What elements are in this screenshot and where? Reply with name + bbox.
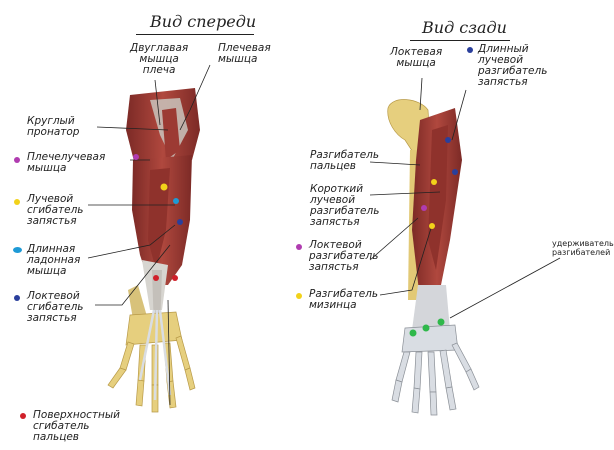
ext-carpi-ulnaris-dot (296, 244, 302, 250)
brachioradialis-dot (14, 157, 20, 163)
front-forearm-illustration (108, 88, 200, 412)
back-view-heading: Вид сзади (422, 18, 507, 37)
label-ext-carpi-radialis-longus: Длинный лучевой разгибатель запястья (478, 44, 547, 88)
label-pronator: Круглый пронатор (27, 116, 79, 138)
label-biceps: Двуглавая мышца плеча (130, 43, 188, 76)
label-brachialis: Плечевая мышца (218, 43, 271, 65)
front-view-heading: Вид спереди (150, 12, 256, 31)
back-heading-underline (410, 40, 510, 41)
palmaris-longus-dot (13, 247, 22, 253)
back-forearm-illustration (388, 100, 479, 415)
label-retinaculum: удерживатель разгибателей (552, 239, 614, 257)
label-ext-carpi-ulnaris: Локтевой разгибатель запястья (309, 240, 378, 273)
label-anconeus: Локтевая мышца (390, 47, 442, 69)
label-ext-digiti-minimi: Разгибатель мизинца (309, 289, 378, 311)
label-flexor-carpi-ulnaris: Локтевой сгибатель запястья (27, 291, 84, 324)
ext-digiti-minimi-dot (296, 293, 302, 299)
flexor-carpi-radialis-dot (14, 199, 20, 205)
label-extensor-digitorum: Разгибатель пальцев (310, 150, 379, 172)
label-flexor-carpi-radialis: Лучевой сгибатель запястья (27, 194, 84, 227)
label-flexor-digitorum: Поверхностный сгибатель пальцев (33, 410, 120, 443)
label-palmaris-longus: Длинная ладонная мышца (27, 244, 80, 277)
flexor-carpi-ulnaris-dot (14, 295, 20, 301)
flexor-digitorum-dot (20, 413, 26, 419)
ext-carpi-radialis-longus-dot (467, 47, 473, 53)
front-heading-underline (136, 34, 254, 35)
label-ext-carpi-radialis-brevis: Короткий лучевой разгибатель запястья (310, 184, 379, 228)
label-brachioradialis: Плечелучевая мышца (27, 152, 105, 174)
